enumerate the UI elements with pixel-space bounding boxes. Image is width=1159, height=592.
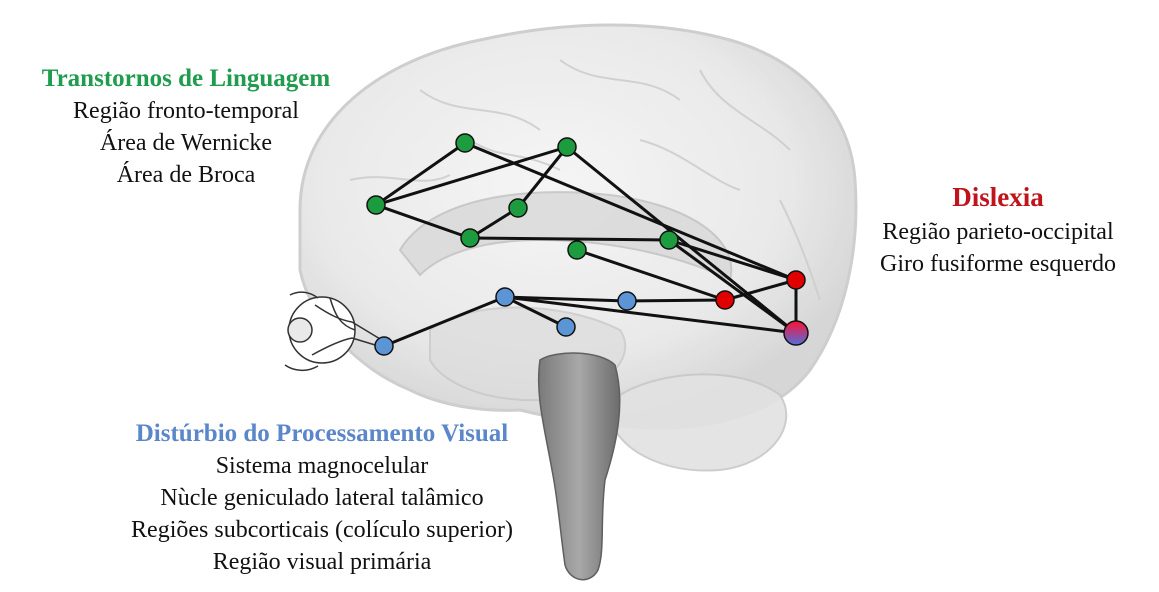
language-disorders-title: Transtornos de Linguagem [0,63,372,95]
visual-line-2: Nùcle geniculado lateral talâmico [52,482,592,514]
visual-processing-label: Distúrbio do Processamento Visual Sistem… [52,418,592,578]
visual-processing-title: Distúrbio do Processamento Visual [52,418,592,450]
language-node [456,134,474,152]
language-node [461,229,479,247]
eye-lens [288,318,312,342]
dyslexia-node [787,271,805,289]
dyslexia-line-2: Giro fusiforme esquerdo [838,248,1158,280]
language-node [558,138,576,156]
language-line-3: Área de Broca [0,159,372,191]
language-node [367,196,385,214]
dyslexia-title: Dislexia [838,178,1158,216]
language-node [568,241,586,259]
dyslexia-line-1: Região parieto-occipital [838,216,1158,248]
dyslexia-node [716,291,734,309]
language-disorders-label: Transtornos de Linguagem Região fronto-t… [0,63,372,191]
language-node [660,231,678,249]
network-edge [627,300,725,301]
language-line-1: Região fronto-temporal [0,95,372,127]
visual-line-3: Regiões subcorticais (colículo superior) [52,514,592,546]
visual-node [375,337,393,355]
visual-node [496,288,514,306]
visual-line-1: Sistema magnocelular [52,450,592,482]
shared-dyslexia-visual-node [784,321,808,345]
language-line-2: Área de Wernicke [0,127,372,159]
dyslexia-label: Dislexia Região parieto-occipital Giro f… [838,178,1158,280]
visual-node [557,318,575,336]
visual-line-4: Região visual primária [52,546,592,578]
network-edge [470,238,669,240]
visual-node [618,292,636,310]
language-node [509,199,527,217]
cerebellum [615,374,786,470]
